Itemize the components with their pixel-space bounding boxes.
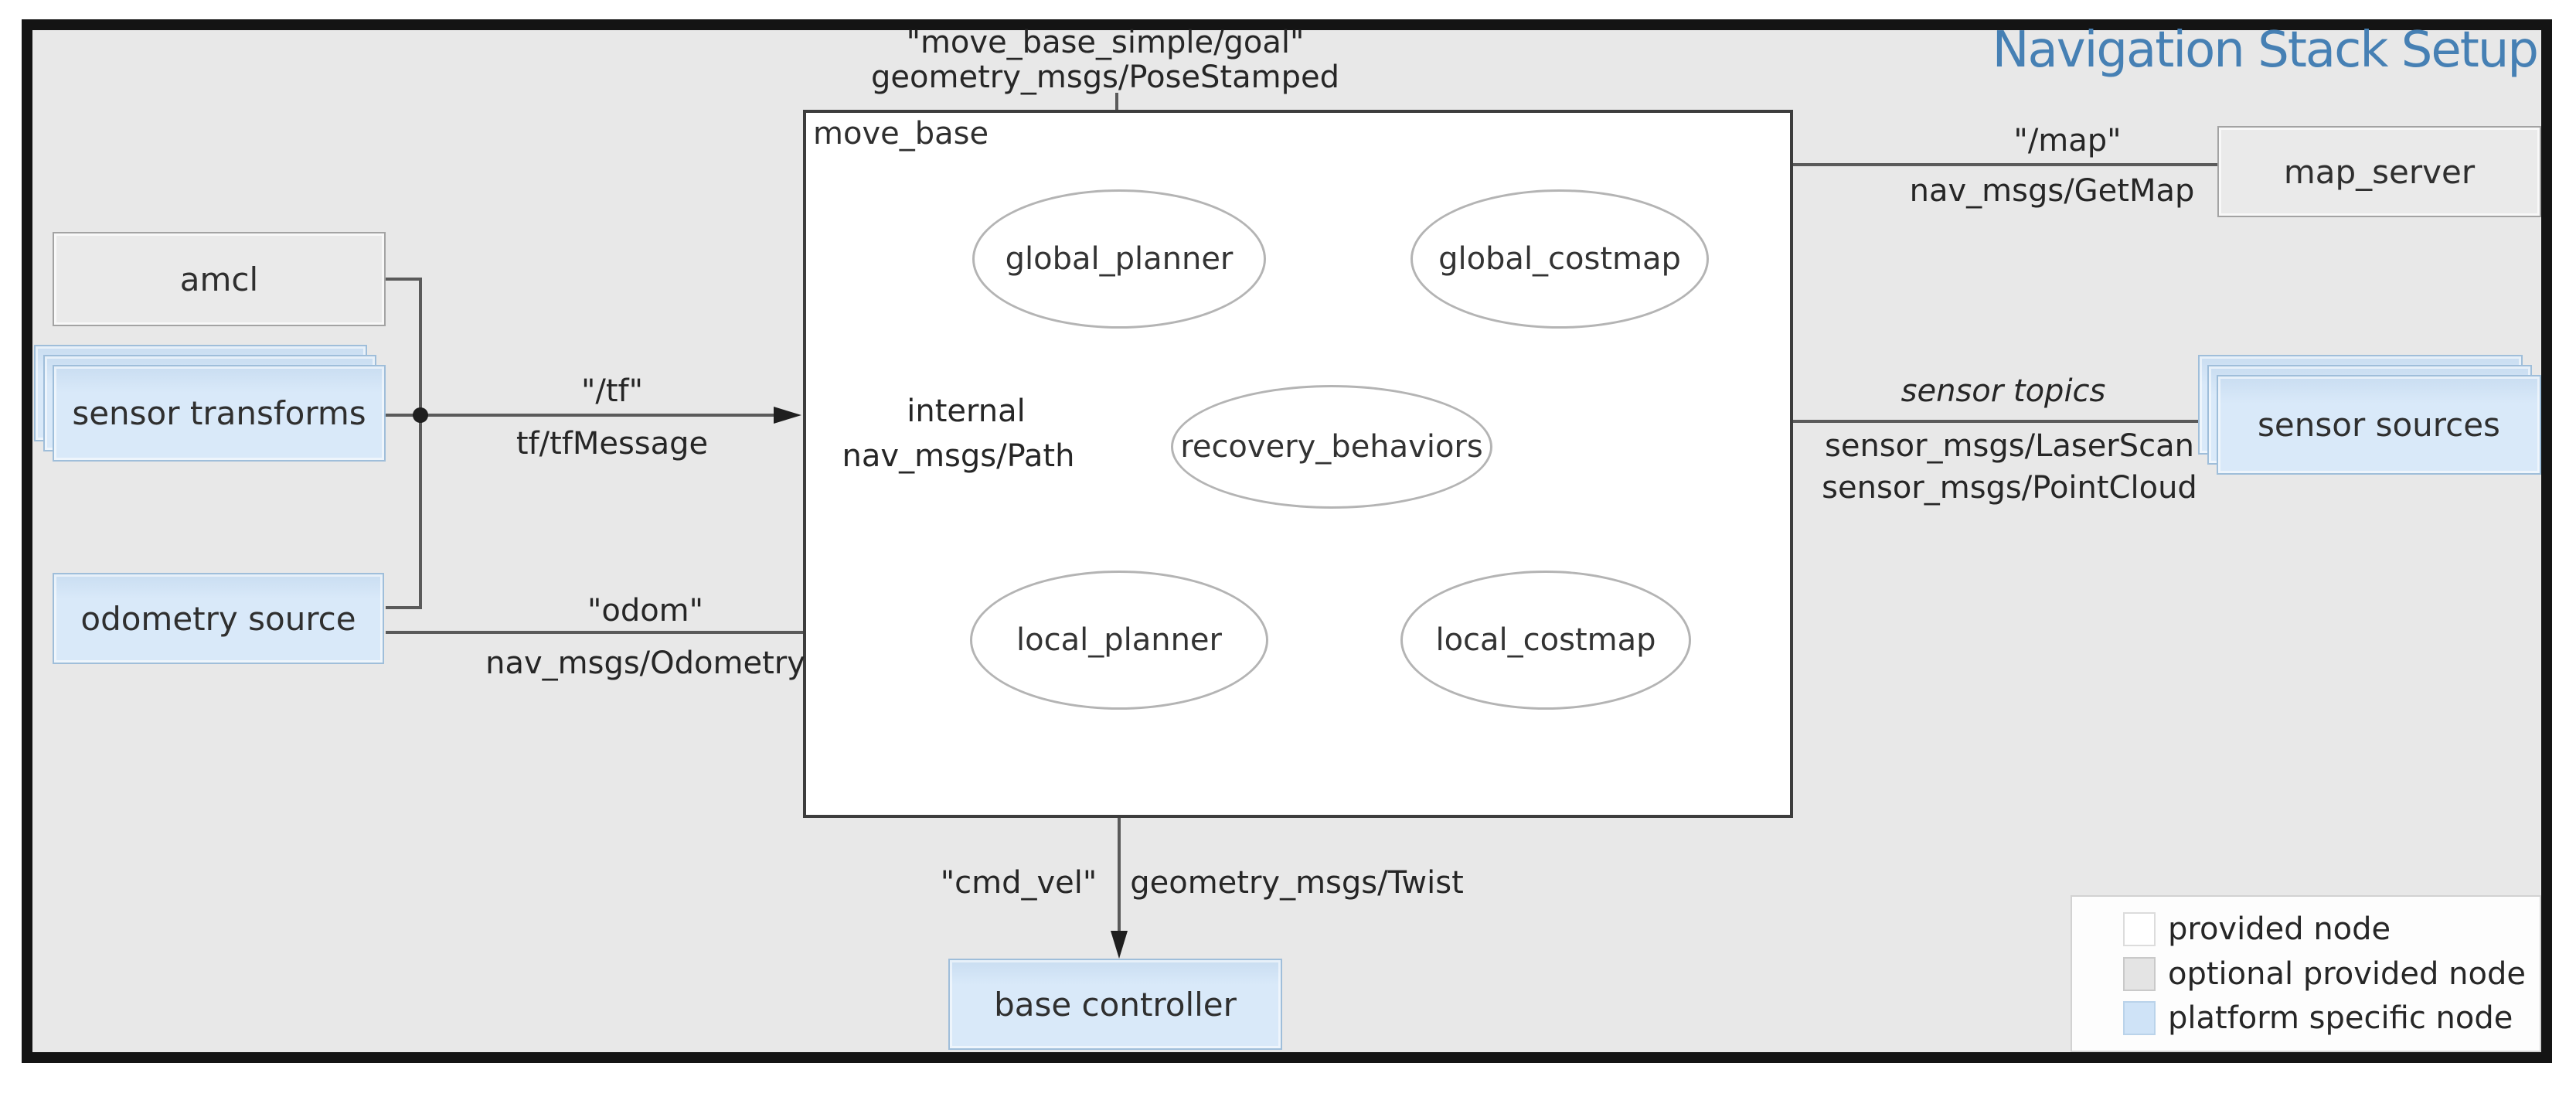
edge-label-goal-type: geometry_msgs/PoseStamped: [871, 60, 1339, 95]
node-base-controller: base controller: [948, 959, 1282, 1050]
edge-label-goal-topic: "move_base_simple/goal": [906, 25, 1305, 60]
node-sensor-transforms: sensor transforms: [53, 365, 386, 462]
edge-label-map-type: nav_msgs/GetMap: [1909, 173, 2195, 209]
edge-label-cmdvel-topic: "cmd_vel": [940, 865, 1097, 901]
edge-label-map-topic: "/map": [2013, 123, 2122, 158]
node-sensor-sources: sensor sources: [2217, 375, 2541, 475]
edge-label-tf-topic: "/tf": [580, 373, 644, 409]
node-local-planner-label: local_planner: [1016, 622, 1222, 658]
node-local-planner: local_planner: [970, 571, 1268, 710]
edge-label-tf-type: tf/tfMessage: [516, 426, 709, 462]
node-recovery-behaviors-label: recovery_behaviors: [1180, 429, 1483, 465]
edge-label-odom-type: nav_msgs/Odometry: [485, 646, 805, 681]
optional-node-swatch-icon: [2123, 956, 2156, 991]
legend: provided node optional provided node pla…: [2071, 895, 2541, 1052]
edge-label-odom-topic: "odom": [587, 593, 704, 629]
node-odometry-source: odometry source: [53, 573, 384, 664]
legend-label: optional provided node: [2168, 956, 2526, 992]
provided-node-swatch-icon: [2123, 912, 2156, 947]
node-map-server: map_server: [2217, 126, 2541, 217]
edge-label-internal: internal: [907, 393, 1026, 429]
node-local-costmap-label: local_costmap: [1435, 622, 1656, 658]
node-global-planner: global_planner: [972, 189, 1266, 329]
edge-label-sensor-pointcloud: sensor_msgs/PointCloud: [1822, 470, 2197, 506]
node-base-controller-label: base controller: [994, 985, 1237, 1024]
edge-label-cmdvel-type: geometry_msgs/Twist: [1130, 865, 1464, 901]
edge-label-internal-type: nav_msgs/Path: [842, 438, 1075, 474]
node-odometry-source-label: odometry source: [80, 599, 356, 638]
node-global-costmap: global_costmap: [1411, 189, 1709, 329]
node-amcl-label: amcl: [179, 260, 259, 298]
move-base-container-label: move_base: [813, 116, 989, 152]
node-local-costmap: local_costmap: [1400, 571, 1691, 710]
node-amcl: amcl: [53, 232, 386, 326]
legend-item-provided-node: provided node: [2123, 911, 2540, 947]
legend-label: provided node: [2168, 911, 2391, 948]
node-sensor-sources-label: sensor sources: [2258, 406, 2500, 444]
legend-item-platform-specific-node: platform specific node: [2123, 1000, 2540, 1036]
edge-label-sensor-topics: sensor topics: [1901, 373, 2106, 409]
node-global-costmap-label: global_costmap: [1438, 241, 1681, 277]
legend-label: platform specific node: [2168, 1000, 2513, 1036]
diagram-title: Navigation Stack Setup: [1992, 22, 2539, 79]
platform-node-swatch-icon: [2123, 1000, 2156, 1035]
node-sensor-transforms-label: sensor transforms: [72, 394, 366, 432]
legend-item-optional-provided-node: optional provided node: [2123, 956, 2540, 992]
node-recovery-behaviors: recovery_behaviors: [1171, 385, 1492, 509]
node-global-planner-label: global_planner: [1005, 241, 1234, 277]
edge-label-sensor-laserscan: sensor_msgs/LaserScan: [1824, 428, 2195, 464]
node-map-server-label: map_server: [2283, 152, 2476, 191]
